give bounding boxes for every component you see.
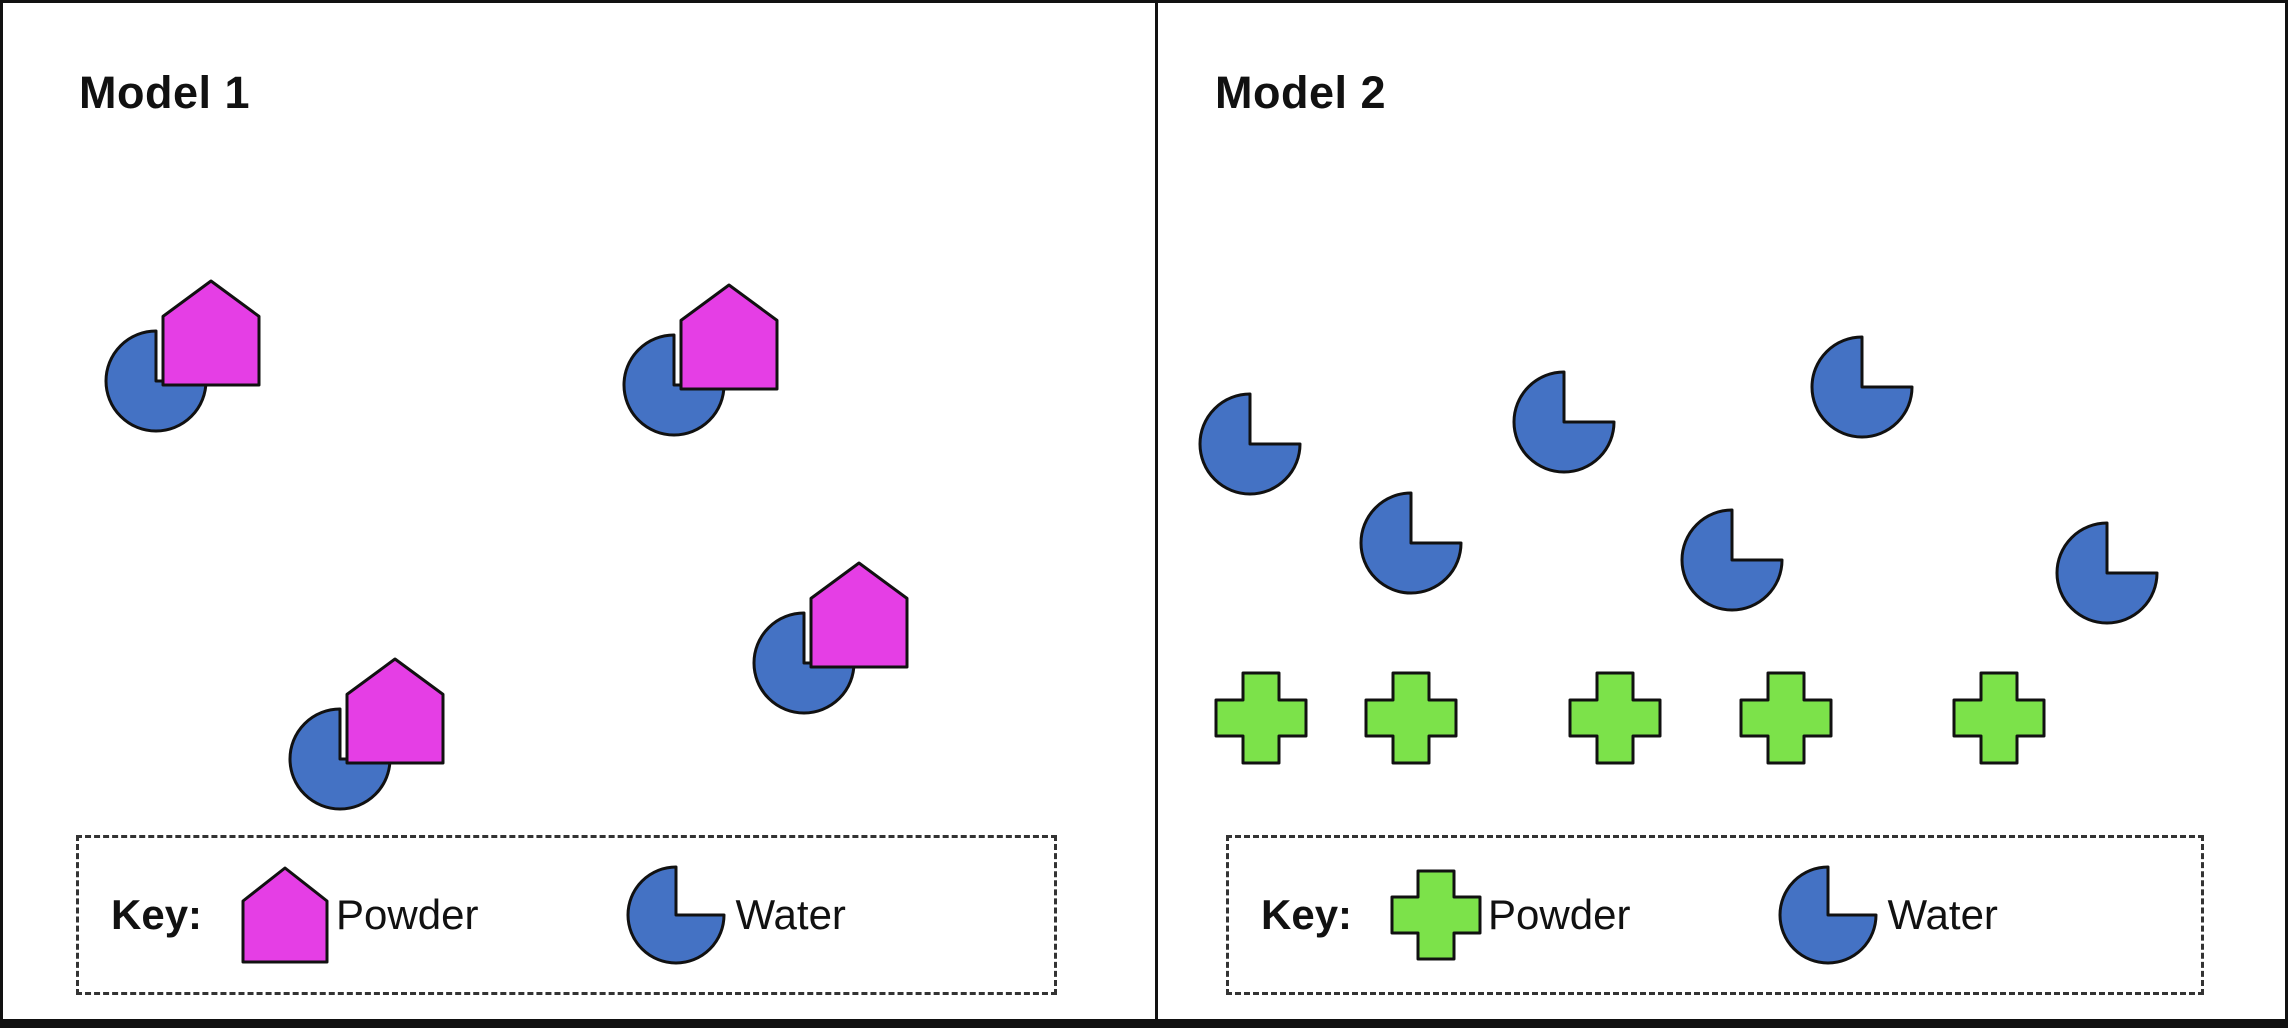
powder-particle [809,561,909,669]
powder-particle [1739,671,1833,765]
powder-particle [161,279,261,387]
powder-cross-icon [1390,869,1482,961]
water-key-label: Water [1887,891,1998,938]
water-molecule [1680,508,1784,612]
powder-particle [1364,671,1458,765]
water-molecule [1198,392,1302,496]
powder-particle [1568,671,1662,765]
water-molecule [622,333,726,437]
powder-particle [345,657,445,765]
powder-key-label: Powder [336,891,479,938]
key-label: Key: [111,891,203,938]
water-molecule [1810,335,1914,439]
powder-particle [1214,671,1308,765]
molecule-shape-layer [104,279,2159,811]
panel-divider [1155,3,1158,1019]
water-molecule [288,707,392,811]
water-pacman-icon [626,865,726,965]
powder-particle [679,283,779,391]
key-box-model-1: Key: Powder Water [76,835,1057,995]
powder-particle [1952,671,2046,765]
water-molecule [104,329,208,433]
panel-title-model-1: Model 1 [79,67,251,118]
powder-pentagon-icon [241,866,329,964]
key-box-model-2: Key: Powder Water [1226,835,2204,995]
key-label: Key: [1261,891,1353,938]
water-molecule [2055,521,2159,625]
panel-title-model-2: Model 2 [1215,67,1387,118]
water-molecule [752,611,856,715]
water-molecule [1512,370,1616,474]
water-pacman-icon [1778,865,1878,965]
water-key-label: Water [735,891,846,938]
water-molecule [1359,491,1463,595]
powder-key-label: Powder [1488,891,1631,938]
